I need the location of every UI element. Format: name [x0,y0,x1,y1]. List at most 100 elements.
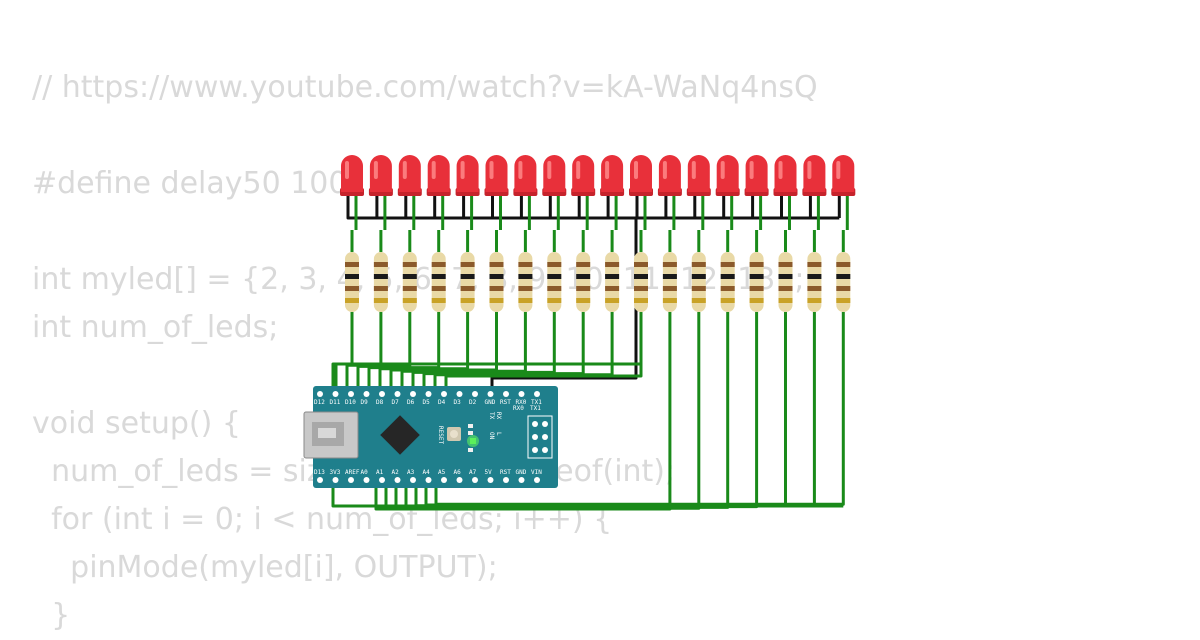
resistor-icon [605,252,620,312]
resistor-band [345,286,359,291]
header-pin [487,391,494,397]
tx1-header-label: TX1 [530,405,541,412]
pin-label-rst: RST [500,399,511,406]
resistor-icon [345,252,359,312]
resistor-icon [691,252,706,312]
pin-label-a3: A3 [407,469,415,476]
resistor-icon [634,252,648,312]
resistor-icon [720,252,735,312]
resistor-icon [460,252,475,312]
resistor-icon [373,252,388,312]
resistor-band [460,286,475,291]
icsp-pins [532,421,548,453]
resistor-band [489,262,504,267]
red-led-icon [802,155,827,196]
header-pin [317,477,323,483]
resistor-band [720,298,735,303]
led-to-top-pin-wire [334,330,354,393]
led-to-top-pin-wire [433,330,614,393]
resistor-icon [749,252,764,312]
resistor-band [547,274,562,279]
led-dome [630,155,652,192]
header-pin [518,391,525,397]
on-label: ON [488,432,495,440]
resistor-band [634,274,648,279]
pin-label-vin: VIN [531,469,542,476]
resistor-band [431,274,446,279]
resistor-band [836,286,851,291]
pin-label-d12: D12 [314,399,325,406]
resistor-band [807,298,822,303]
resistor-icon [576,252,591,312]
tx-led [468,424,473,428]
resistor-band [373,298,388,303]
led-dome [514,155,537,192]
led-dome [658,155,681,192]
led-dome [687,155,710,192]
resistor-band [489,274,504,279]
led-highlight [373,161,378,179]
led-dome [456,155,479,192]
header-pin [394,391,401,397]
header-pin [425,391,432,397]
resistor-band [749,262,764,267]
pin-label-a5: A5 [438,469,446,476]
led-dome [341,155,363,192]
header-pin [410,391,416,397]
pin-label-tx1: TX1 [531,399,542,406]
resistor-band [576,274,591,279]
led-highlight [345,161,349,179]
red-led-icon [744,155,769,196]
pin-label-3v3: 3V3 [330,469,341,476]
resistor-band [402,262,417,267]
icsp-pin [532,447,538,453]
pin-label-d8: D8 [376,399,384,406]
red-led-icon [340,155,364,196]
resistor-band [402,298,417,303]
resistor-band [431,262,446,267]
led-highlight [662,161,667,179]
icsp-pin [542,447,548,453]
icsp-pin [532,434,538,440]
led-highlight [778,161,783,179]
red-led-icon [657,155,682,196]
led-to-top-pin-wire [389,330,498,393]
pin-label-a0: A0 [361,469,369,476]
pin-label-d5: D5 [423,399,431,406]
resistor-band [691,298,706,303]
resistor-band [634,286,648,291]
power-led [470,438,476,444]
led-to-bottom-pin-wire [434,330,845,506]
header-pin [348,477,354,483]
header-pin [503,477,509,483]
code-line: pinMode(myled[i], OUTPUT); [32,550,498,585]
rx-label: RX [495,412,502,420]
resistor-band [605,262,620,267]
red-led-icon [715,155,740,196]
led-highlight [518,161,523,179]
resistor-band [749,286,764,291]
pin-label-a4: A4 [423,469,431,476]
resistor-band [662,286,677,291]
resistor-icon [518,252,533,312]
resistor-band [634,262,648,267]
led-dome [427,155,450,192]
data-wires [331,196,849,511]
resistor-band [778,274,793,279]
led-highlight [749,161,754,179]
pin-label-d10: D10 [345,399,356,406]
icsp-pin [542,421,548,427]
resistor-band [720,274,735,279]
header-pin [425,477,432,483]
resistor-band [605,286,620,291]
header-pin [503,391,509,397]
led-highlight [489,161,494,179]
header-pin [487,477,494,483]
code-line: // https://www.youtube.com/watch?v=kA-Wa… [32,70,818,105]
led-dome [369,155,392,192]
resistor-band [778,286,793,291]
resistor-band [489,298,504,303]
resistor-band [749,298,764,303]
header-pin [472,477,478,483]
